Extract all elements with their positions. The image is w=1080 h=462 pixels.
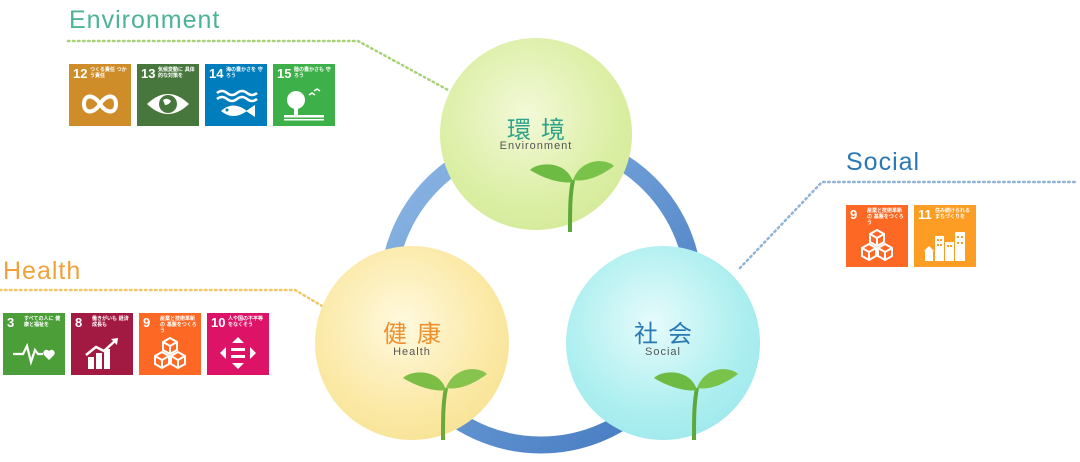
social-kanji: 社会	[634, 320, 702, 348]
sdg-tile-8[interactable]: 8 働きがいも 経済成長も	[71, 313, 133, 375]
tile-caption: 人や国の不平等 をなくそう	[228, 316, 264, 328]
tile-number: 15	[277, 66, 292, 81]
environment-goal-tiles: 12 つくる責任 つかう責任 13 気候変動に 具体的な対策を 14 海の豊かさ…	[69, 64, 335, 126]
tile-caption: 住み続けられる まちづくりを	[935, 208, 971, 220]
tile-caption: つくる責任 つかう責任	[90, 67, 127, 79]
equality-icon	[207, 334, 269, 372]
growth-chart-icon	[71, 334, 133, 372]
social-english: Social	[645, 346, 681, 358]
health-circle: 健康 Health	[315, 246, 509, 440]
tile-caption: 陸の豊かさも 守ろう	[294, 67, 331, 79]
cubes-icon	[846, 226, 908, 264]
social-leader-line	[738, 180, 1077, 270]
health-section-title: Health	[3, 257, 82, 285]
tile-caption: 産業と技術革新の 基盤をつくろう	[160, 316, 197, 334]
health-english: Health	[393, 346, 431, 358]
infinity-icon	[69, 85, 131, 123]
tile-caption: 気候変動に 具体的な対策を	[158, 67, 195, 79]
tile-number: 3	[7, 315, 15, 330]
city-icon	[914, 226, 976, 264]
environment-section-title: Environment	[69, 6, 221, 34]
sdg-tile-9[interactable]: 9 産業と技術革新の 基盤をつくろう	[139, 313, 201, 375]
sprout-icon	[403, 369, 487, 440]
tile-number: 10	[211, 315, 226, 330]
sdg-tile-15[interactable]: 15 陸の豊かさも 守ろう	[273, 64, 335, 126]
social-goal-tiles: 9 産業と技術革新の 基盤をつくろう 11 住み続けられる まちづくりを	[846, 205, 976, 267]
tile-number: 9	[850, 207, 858, 222]
tile-caption: すべての人に 健康と福祉を	[24, 316, 61, 328]
fish-icon	[205, 85, 267, 123]
heartbeat-icon	[3, 334, 65, 372]
tile-number: 11	[918, 207, 932, 222]
environment-english: Environment	[499, 140, 573, 152]
sprout-icon	[530, 161, 614, 232]
sdg-tile-9[interactable]: 9 産業と技術革新の 基盤をつくろう	[846, 205, 908, 267]
health-leader-line	[0, 288, 324, 308]
environment-circle: 環境 Environment	[440, 38, 632, 232]
social-section-title: Social	[846, 148, 921, 176]
health-kanji: 健康	[383, 320, 451, 348]
sdg-tile-10[interactable]: 10 人や国の不平等 をなくそう	[207, 313, 269, 375]
tree-icon	[273, 85, 335, 123]
environment-kanji: 環境	[507, 116, 575, 144]
tile-caption: 産業と技術革新の 基盤をつくろう	[867, 208, 904, 226]
sdg-tile-12[interactable]: 12 つくる責任 つかう責任	[69, 64, 131, 126]
tile-number: 14	[209, 66, 224, 81]
sdg-tile-11[interactable]: 11 住み続けられる まちづくりを	[914, 205, 976, 267]
tile-number: 9	[143, 315, 151, 330]
tile-number: 12	[73, 66, 88, 81]
cubes-icon	[139, 334, 201, 372]
sprout-icon	[654, 369, 738, 440]
tile-number: 8	[75, 315, 83, 330]
tile-number: 13	[141, 66, 156, 81]
health-goal-tiles: 3 すべての人に 健康と福祉を 8 働きがいも 経済成長も 9 産業と技術革新の…	[3, 313, 269, 375]
social-circle: 社会 Social	[566, 246, 760, 440]
sdg-tile-13[interactable]: 13 気候変動に 具体的な対策を	[137, 64, 199, 126]
eye-globe-icon	[137, 85, 199, 123]
sdg-tile-14[interactable]: 14 海の豊かさを 守ろう	[205, 64, 267, 126]
environment-leader-line	[66, 39, 450, 92]
sdg-tile-3[interactable]: 3 すべての人に 健康と福祉を	[3, 313, 65, 375]
tile-caption: 働きがいも 経済成長も	[92, 316, 129, 328]
tile-caption: 海の豊かさを 守ろう	[226, 67, 263, 79]
